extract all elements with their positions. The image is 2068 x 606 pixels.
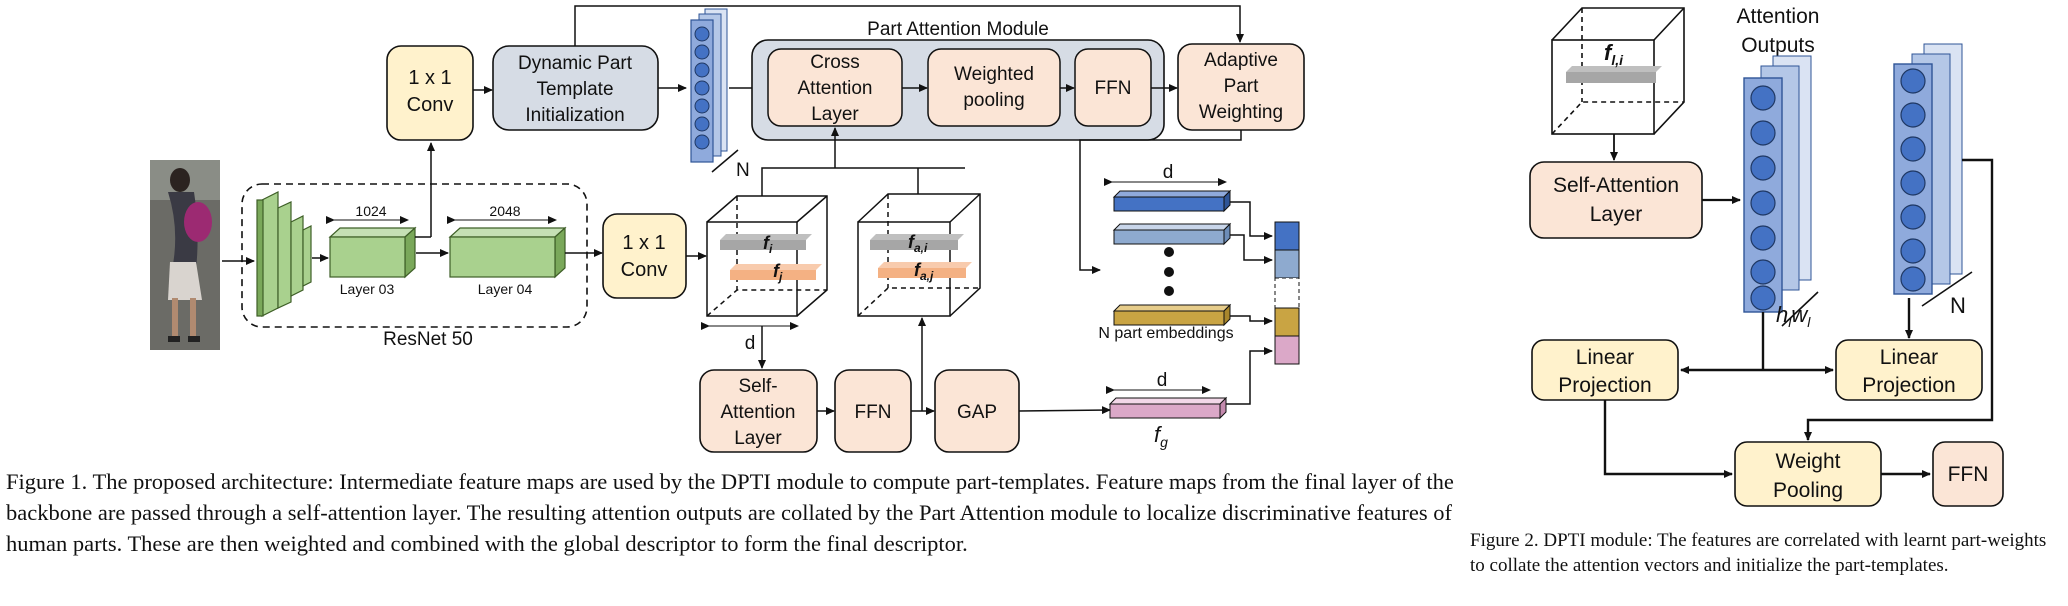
person-image <box>150 160 220 350</box>
attention-dim-label: hlwl <box>1776 302 1811 330</box>
adaptive-line2: Part <box>1224 76 1260 97</box>
global-fg-label: fg <box>1154 422 1168 450</box>
layer04-block <box>448 226 567 279</box>
layer03-block <box>328 226 417 279</box>
layer04-dim: 2048 <box>489 203 520 219</box>
global-descriptor-bar <box>1109 403 1221 419</box>
bottom-ffn-label: FFN <box>855 402 892 423</box>
cube1-d-label: d <box>745 333 756 354</box>
linear-projection-left-line1: Linear <box>1576 346 1634 369</box>
resnet-label: ResNet 50 <box>383 329 473 350</box>
dpti-line2: Template <box>536 79 613 100</box>
conv-top-box <box>386 45 474 141</box>
part-embedding-2 <box>1112 222 1232 246</box>
embeddings-caption: N part embeddings <box>1098 325 1233 342</box>
part-attention-title: Part Attention Module <box>867 19 1049 40</box>
figure1: ResNet 50 Layer 03 1024 Layer 04 2048 <box>150 5 1305 453</box>
weight-pooling-line2: Pooling <box>1773 479 1843 502</box>
cross-attention-line1: Cross <box>810 52 860 73</box>
fig2-templates-stack <box>1893 43 1973 307</box>
self-attention-line1: Self- <box>738 376 777 397</box>
conv-mid-box <box>602 213 687 299</box>
resnet-container <box>241 183 588 328</box>
figure2: fl,i Self-Attention Layer Attention Outp… <box>1529 5 2004 507</box>
fig2-self-attention-line1: Self-Attention <box>1553 174 1679 197</box>
feature-cube-2 <box>857 193 981 317</box>
fig2-ffn-label: FFN <box>1948 463 1989 486</box>
linear-projection-right-line2: Projection <box>1862 374 1955 397</box>
attention-outputs-stack <box>1743 55 1819 327</box>
f-aj-bar <box>878 268 966 278</box>
fig2-input-label: fl,i <box>1604 40 1624 68</box>
self-attention-line3: Layer <box>734 428 782 449</box>
cross-attention-line2: Attention <box>798 78 873 99</box>
f-ai-bar <box>870 240 958 250</box>
self-attention-line2: Attention <box>721 402 796 423</box>
f-i-bar <box>720 240 806 250</box>
f-j-label: fj <box>773 261 783 284</box>
weighted-pooling-line1: Weighted <box>954 64 1034 85</box>
gap-label: GAP <box>957 402 997 423</box>
f-aj-label: fa,j <box>914 260 934 283</box>
fig2-self-attention-line2: Layer <box>1590 203 1643 226</box>
part-embedding-n <box>1112 303 1232 327</box>
f-ai-label: fa,i <box>908 232 928 255</box>
weighted-pooling-box <box>927 48 1061 127</box>
conv-mid-line1: 1 x 1 <box>622 232 665 254</box>
adaptive-line3: Weighting <box>1199 102 1283 123</box>
f-i-label: fi <box>763 233 773 256</box>
fig2-feature-bar <box>1566 72 1656 83</box>
fig2-input-cube <box>1551 7 1685 135</box>
weighted-pooling-line2: pooling <box>963 90 1024 111</box>
conv-top-line1: 1 x 1 <box>408 67 451 89</box>
pam-ffn-label: FFN <box>1095 78 1132 99</box>
linear-projection-left-line2: Projection <box>1558 374 1651 397</box>
dpti-line1: Dynamic Part <box>518 53 633 74</box>
fig2-templates-n-label: N <box>1950 293 1966 318</box>
fig2-ffn-box <box>1932 441 2004 507</box>
weight-pooling-line1: Weight <box>1776 450 1841 473</box>
layer03-label: Layer 03 <box>340 281 395 297</box>
attention-outputs-line2: Outputs <box>1741 34 1815 57</box>
layer03-dim: 1024 <box>355 203 386 219</box>
global-d-label: d <box>1157 370 1168 391</box>
linear-projection-right-box <box>1835 339 1983 401</box>
linear-projection-right-line1: Linear <box>1880 346 1938 369</box>
dpti-line3: Initialization <box>525 105 624 126</box>
part-templates-stack <box>690 8 739 173</box>
part-embedding-1 <box>1112 189 1232 213</box>
f-j-bar <box>730 270 816 280</box>
adaptive-line1: Adaptive <box>1204 50 1278 71</box>
templates-n-label: N <box>736 160 750 181</box>
embeddings-d-label: d <box>1163 162 1174 183</box>
feature-cube-1 <box>706 195 828 317</box>
conv-mid-line2: Conv <box>621 259 668 281</box>
conv-top-line2: Conv <box>407 94 454 116</box>
figure1-caption: Figure 1. The proposed architecture: Int… <box>6 469 1454 556</box>
backbone-early-layers <box>256 191 312 317</box>
figure2-caption: Figure 2. DPTI module: The features are … <box>1470 530 2047 576</box>
attention-outputs-line1: Attention <box>1737 5 1820 28</box>
cross-attention-line3: Layer <box>811 104 859 125</box>
final-descriptor <box>1274 221 1300 365</box>
layer04-label: Layer 04 <box>478 281 533 297</box>
